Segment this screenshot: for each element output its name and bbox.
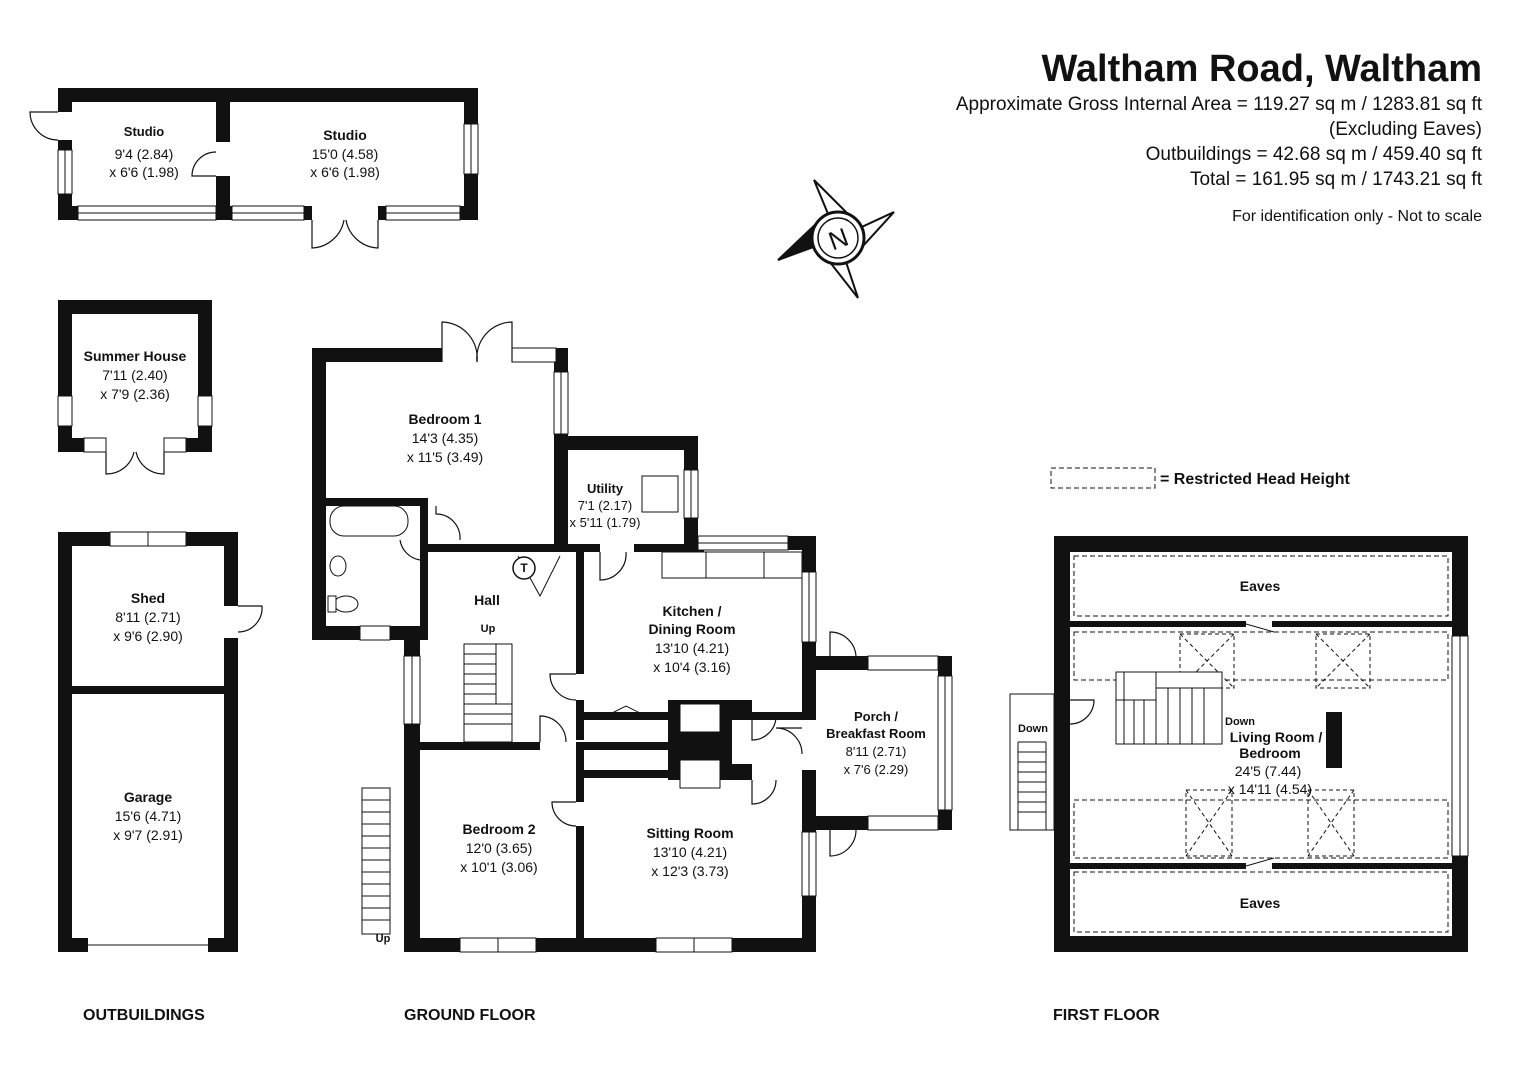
area-excluding-eaves: (Excluding Eaves) [1328,119,1482,140]
title: Waltham Road, Waltham [1041,48,1482,90]
summer-house-dim1: 7'11 (2.40) [102,367,167,383]
kitchen-name2: Dining Room [648,621,735,637]
area-internal: Approximate Gross Internal Area = 119.27… [955,94,1482,115]
shed-dim1: 8'11 (2.71) [115,609,180,625]
shed-name: Shed [131,590,165,606]
bedroom2-name: Bedroom 2 [462,821,535,837]
kitchen-dim1: 13'10 (4.21) [655,640,729,656]
eaves-top-name: Eaves [1240,578,1281,594]
area-total: Total = 161.95 sq m / 1743.21 sq ft [1189,169,1482,190]
bedroom1-dim1: 14'3 (4.35) [412,430,479,446]
studio-small-dim2: x 6'6 (1.98) [109,164,179,180]
studio-small-name: Studio [124,124,164,139]
shed-dim2: x 9'6 (2.90) [113,628,183,644]
summer-house-building [57,300,213,475]
summer-house-dim2: x 7'9 (2.36) [100,386,170,402]
garage-name: Garage [124,789,172,805]
hall-name: Hall [474,592,500,608]
garage-dim2: x 9'7 (2.91) [113,827,183,843]
floor-label-outbuildings: OUTBUILDINGS [83,1007,205,1024]
kitchen-name1: Kitchen / [662,603,721,619]
disclaimer: For identification only - Not to scale [1232,208,1482,225]
living-room-name2: Bedroom [1239,745,1300,761]
first-floor-walls [1009,536,1469,952]
bedroom1-name: Bedroom 1 [408,411,481,427]
studio-large-name: Studio [323,127,367,143]
studio-building [29,88,479,249]
porch-dim1: 8'11 (2.71) [846,744,907,759]
legend-label: = Restricted Head Height [1160,471,1351,488]
floor-label-ground: GROUND FLOOR [404,1007,536,1024]
summer-house-name: Summer House [84,348,187,364]
utility-dim2: x 5'11 (1.79) [570,515,641,530]
ground-floor-walls [312,321,953,953]
ground-stairs-up-label: Up [481,623,496,635]
bedroom1-dim2: x 11'5 (3.49) [407,449,483,465]
living-room-dim2: x 14'11 (4.54) [1228,781,1312,797]
tank-symbol: T [520,561,528,575]
area-outbuildings: Outbuildings = 42.68 sq m / 459.40 sq ft [1145,144,1482,165]
garage-dim1: 15'6 (4.71) [115,808,182,824]
first-stairs-down-left-label: Down [1018,723,1048,735]
eaves-bottom-name: Eaves [1240,895,1281,911]
sitting-room-dim2: x 12'3 (3.73) [651,863,728,879]
first-stairs-down-inner-label: Down [1225,716,1255,728]
studio-small-dim1: 9'4 (2.84) [115,146,174,162]
sitting-room-dim1: 13'10 (4.21) [653,844,727,860]
outside-stairs-up-label: Up [376,933,391,945]
living-room-dim1: 24'5 (7.44) [1235,763,1302,779]
bedroom2-dim2: x 10'1 (3.06) [460,859,537,875]
porch-name1: Porch / [854,709,898,724]
utility-name: Utility [587,481,624,496]
porch-name2: Breakfast Room [826,726,926,741]
shed-garage-building [58,531,263,952]
studio-large-dim1: 15'0 (4.58) [312,146,379,162]
living-room-name1: Living Room / [1230,729,1323,745]
floor-label-first: FIRST FLOOR [1053,1007,1160,1024]
kitchen-dim2: x 10'4 (3.16) [653,659,730,675]
utility-dim1: 7'1 (2.17) [578,498,633,513]
restricted-head-height-swatch [1050,467,1156,489]
studio-large-dim2: x 6'6 (1.98) [310,164,380,180]
bedroom2-dim1: 12'0 (3.65) [466,840,533,856]
sitting-room-name: Sitting Room [646,825,733,841]
porch-dim2: x 7'6 (2.29) [844,762,909,777]
compass-rose-icon: N [777,179,895,299]
